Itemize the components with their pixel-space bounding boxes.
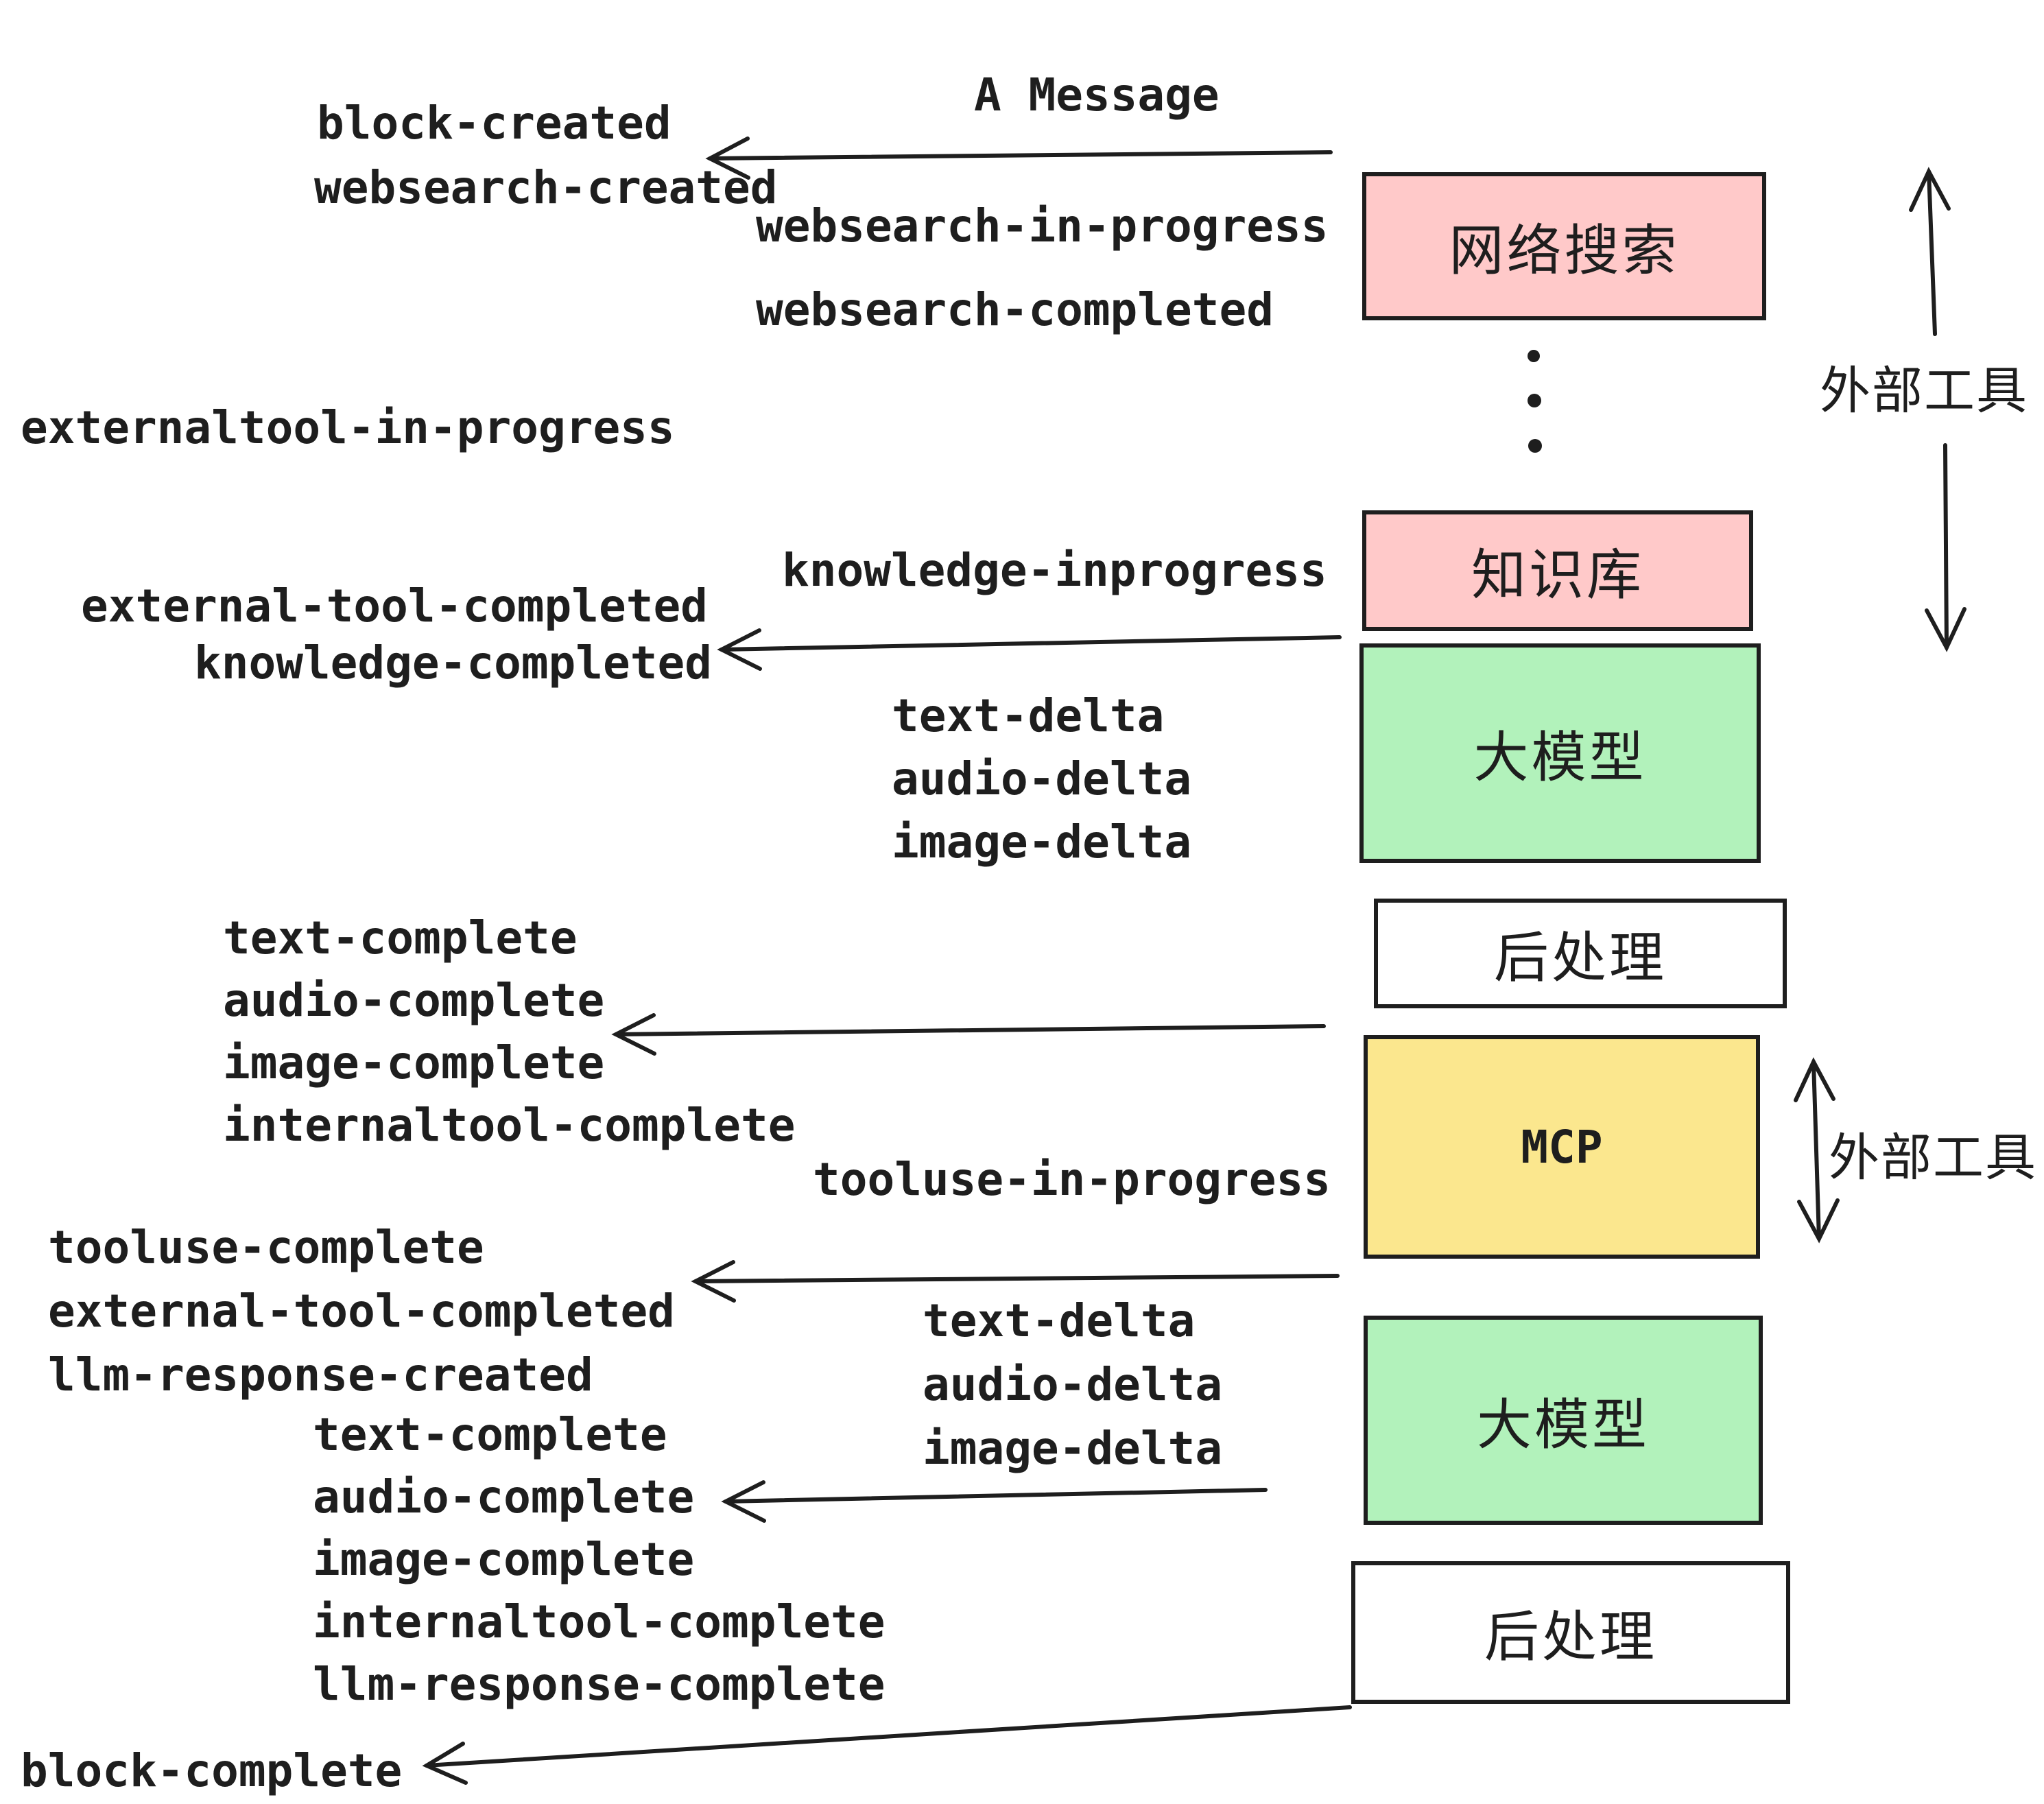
event-websearch-created: websearch-created [314, 161, 778, 214]
box-llm-1: 大模型 [1359, 643, 1761, 863]
box-mcp-label: MCP [1521, 1120, 1603, 1174]
box-knowledge: 知识库 [1362, 510, 1753, 631]
event-delta-group-1: text-delta audio-delta image-delta [892, 689, 1192, 868]
event-external-tool-completed-1: external-tool-completed [81, 580, 708, 632]
arrow-internal-complete [611, 1013, 1326, 1056]
event-externaltool-in-progress: externaltool-in-progress [21, 401, 675, 454]
box-llm-2-label: 大模型 [1477, 1394, 1650, 1456]
arrow-tooluse-complete [691, 1260, 1340, 1303]
arrow-websearch-created [705, 137, 1333, 180]
event-block-complete: block-complete [21, 1744, 403, 1797]
arrow-block-complete [422, 1705, 1352, 1785]
ellipsis-dots [1528, 350, 1542, 453]
external-tool-label-top: 外部工具 [1820, 350, 2028, 423]
diagram-title: A Message [974, 69, 1220, 121]
event-knowledge-completed: knowledge-completed [194, 637, 712, 689]
box-post-2: 后处理 [1351, 1561, 1790, 1704]
event-websearch-in-progress: websearch-in-progress [756, 200, 1329, 252]
event-knowledge-inprogress: knowledge-inprogress [782, 544, 1327, 597]
external-tool-label-mid: 外部工具 [1829, 1117, 2037, 1190]
arrow-llm2-complete [721, 1480, 1268, 1523]
box-knowledge-label: 知识库 [1471, 545, 1644, 606]
box-post-2-label: 后处理 [1484, 1606, 1657, 1667]
box-websearch-label: 网络搜索 [1449, 220, 1680, 281]
event-delta-group-2: text-delta audio-delta image-delta [923, 1294, 1223, 1475]
event-tool-group: tooluse-complete external-tool-completed… [48, 1221, 675, 1401]
box-post-1-label: 后处理 [1494, 927, 1667, 988]
event-block-created: block-created [317, 97, 672, 150]
box-llm-1-label: 大模型 [1473, 727, 1647, 788]
box-post-1: 后处理 [1374, 899, 1787, 1008]
double-arrow-external-tool-top [1909, 167, 1966, 652]
event-websearch-completed: websearch-completed [756, 283, 1274, 336]
event-complete-group-1: text-complete audio-complete image-compl… [223, 912, 796, 1152]
box-mcp: MCP [1364, 1035, 1760, 1259]
double-arrow-external-tool-mid [1794, 1057, 1840, 1244]
box-llm-2: 大模型 [1364, 1316, 1763, 1525]
arrow-knowledge-completed [717, 628, 1342, 671]
event-complete-group-2: text-complete audio-complete image-compl… [313, 1408, 886, 1711]
event-tooluse-in-progress: tooluse-in-progress [813, 1153, 1331, 1206]
box-websearch: 网络搜索 [1362, 172, 1766, 320]
